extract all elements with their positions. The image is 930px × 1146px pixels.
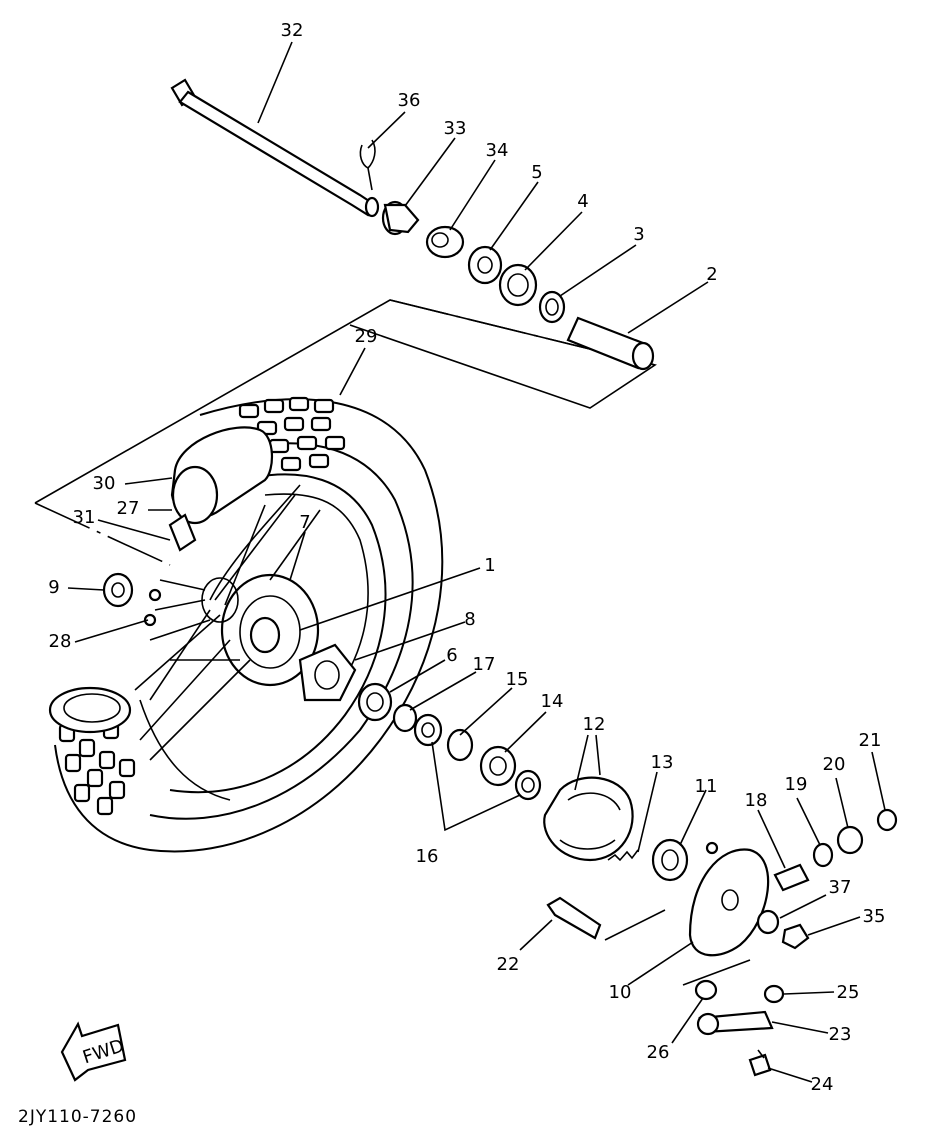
- part-label-7: 7: [299, 512, 310, 533]
- part-label-15: 15: [506, 669, 529, 690]
- part-label-13: 13: [651, 752, 674, 773]
- part-label-22: 22: [497, 954, 520, 975]
- tread-bottom: [58, 698, 136, 816]
- part-label-9: 9: [48, 577, 59, 598]
- forward-arrow-icon: FWD: [60, 1021, 127, 1082]
- spokes: [134, 494, 321, 761]
- wheel-assembly: [34, 299, 656, 853]
- drawing-code: 2JY110-7260: [18, 1107, 137, 1127]
- part-label-26: 26: [647, 1042, 670, 1063]
- part-label-16: 16: [416, 846, 439, 867]
- part-label-6: 6: [446, 645, 457, 666]
- part-label-10: 10: [609, 982, 632, 1003]
- part-label-36: 36: [398, 90, 421, 111]
- part-label-23: 23: [829, 1024, 852, 1045]
- part-label-19: 19: [785, 774, 808, 795]
- part-label-1: 1: [484, 555, 495, 576]
- leader-lines: [67, 41, 886, 1083]
- part-label-37: 37: [829, 877, 852, 898]
- part-label-32: 32: [281, 20, 304, 41]
- axle-parts: [359, 139, 655, 371]
- part-label-34: 34: [486, 140, 509, 161]
- part-label-29: 29: [355, 326, 378, 347]
- part-label-12: 12: [583, 714, 606, 735]
- part-label-27: 27: [117, 498, 140, 519]
- part-label-4: 4: [577, 191, 588, 212]
- part-label-17: 17: [473, 654, 496, 675]
- part-label-31: 31: [73, 507, 96, 528]
- part-label-24: 24: [811, 1074, 834, 1095]
- part-label-30: 30: [93, 473, 116, 494]
- part-label-21: 21: [859, 730, 882, 751]
- part-label-3: 3: [633, 224, 644, 245]
- brake-assembly: [543, 776, 898, 1077]
- part-label-25: 25: [837, 982, 860, 1003]
- part-label-20: 20: [823, 754, 846, 775]
- part-label-8: 8: [464, 609, 475, 630]
- part-label-33: 33: [444, 118, 467, 139]
- part-label-5: 5: [531, 162, 542, 183]
- part-label-11: 11: [695, 776, 718, 797]
- hub-parts: [102, 572, 542, 801]
- part-label-28: 28: [49, 631, 72, 652]
- part-label-18: 18: [745, 790, 768, 811]
- part-label-2: 2: [706, 264, 717, 285]
- part-label-35: 35: [863, 906, 886, 927]
- axle: [170, 78, 380, 218]
- part-label-14: 14: [541, 691, 564, 712]
